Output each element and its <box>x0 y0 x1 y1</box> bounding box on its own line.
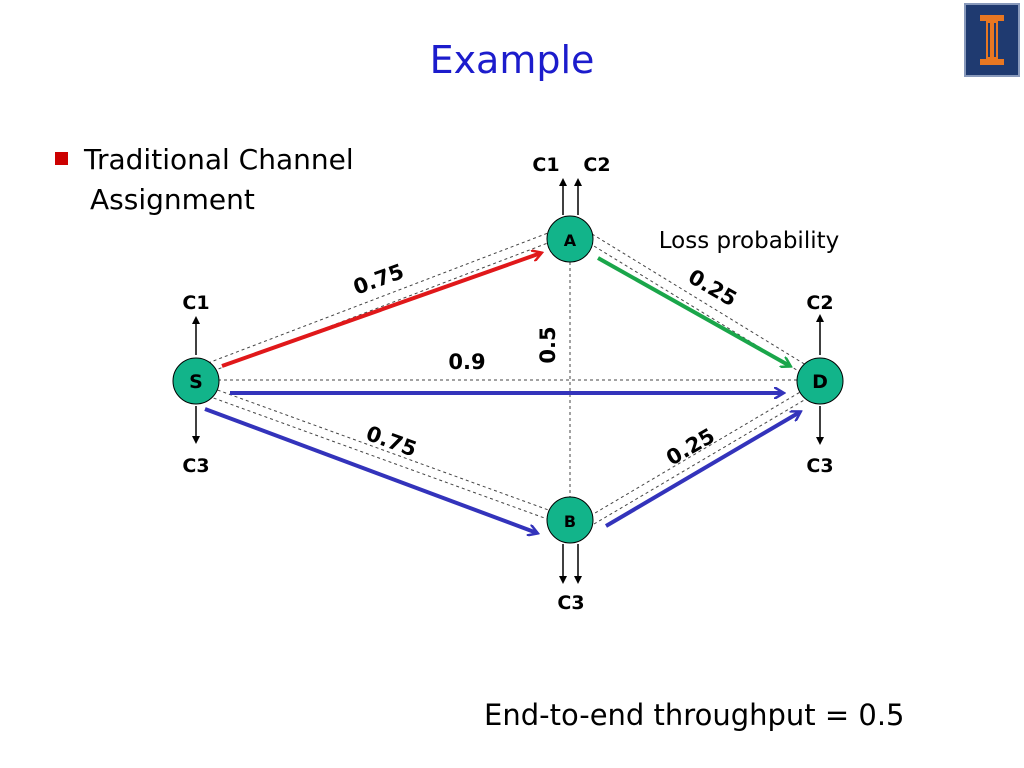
bullet-marker <box>55 152 68 165</box>
node-d: D <box>796 357 844 405</box>
arrow-a-to-d <box>597 256 790 366</box>
edge-label-a-d: 0.25 <box>684 265 741 312</box>
node-s: S <box>172 357 220 405</box>
loss-probability-label: Loss probability <box>659 228 839 254</box>
university-logo-icon <box>964 3 1020 77</box>
bullet-line-1: Traditional Channel <box>84 143 354 176</box>
arrow-s-to-b <box>204 407 537 533</box>
bullet-line-2: Assignment <box>90 183 255 216</box>
node-a-label: A <box>564 231 577 250</box>
slide-title: Example <box>429 38 595 82</box>
throughput-footer: End-to-end throughput = 0.5 <box>484 698 905 732</box>
node-a: A <box>546 215 594 263</box>
channel-label-s-up: C1 <box>182 292 209 314</box>
channel-arrows <box>192 178 824 584</box>
bullet-text: Traditional Channel Assignment <box>84 140 354 220</box>
edge-label-s-a: 0.75 <box>350 259 407 299</box>
node-b: B <box>546 496 594 544</box>
edge-label-a-b: 0.5 <box>536 326 560 363</box>
channel-label-b-down: C3 <box>557 592 584 614</box>
channel-label-a-up-1: C1 <box>532 154 559 176</box>
node-b-label: B <box>564 512 576 531</box>
channel-label-d-down: C3 <box>806 455 833 477</box>
edge-label-s-d: 0.9 <box>448 350 485 374</box>
channel-label-s-down: C3 <box>182 455 209 477</box>
channel-label-d-up: C2 <box>806 292 833 314</box>
channel-label-a-up-2: C2 <box>583 154 610 176</box>
node-d-label: D <box>812 371 828 393</box>
node-s-label: S <box>189 371 203 393</box>
arrow-b-to-d <box>604 412 800 528</box>
edge-label-s-b: 0.75 <box>363 421 420 461</box>
arrow-s-to-a <box>221 253 541 368</box>
